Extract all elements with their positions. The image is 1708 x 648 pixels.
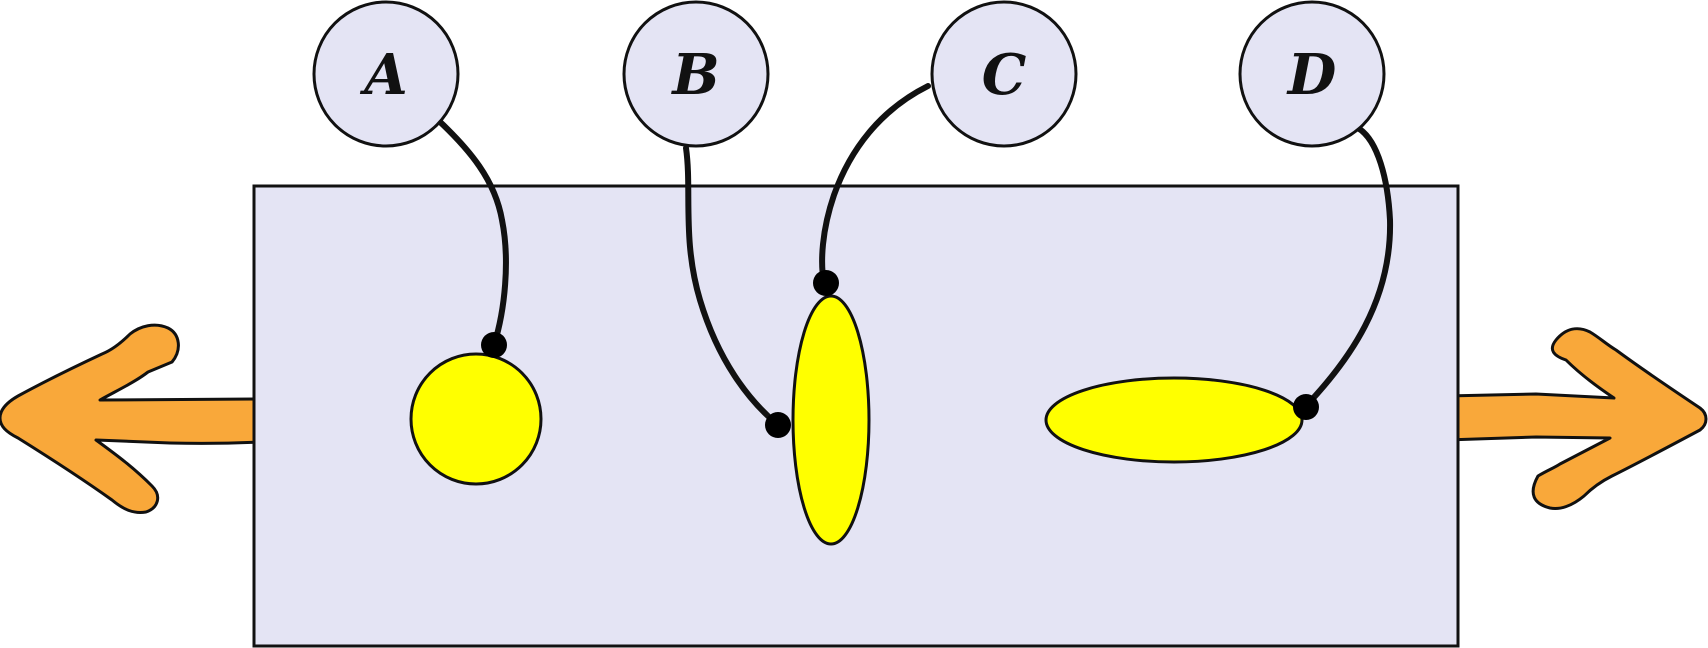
callout-c: C — [930, 0, 1078, 148]
callout-b-bubble — [622, 0, 770, 148]
callout-b-letter: B — [670, 42, 719, 108]
connector-c — [819, 83, 931, 286]
connector-d — [1301, 125, 1394, 411]
callout-a-bubble — [312, 0, 460, 148]
callout-b: B — [622, 0, 770, 148]
right-arrow — [1444, 327, 1708, 510]
callout-d: D — [1238, 0, 1386, 148]
left-arrow — [0, 323, 264, 514]
callout-a-letter: A — [359, 42, 407, 108]
dot-b — [765, 412, 791, 438]
callout-d-letter: D — [1286, 42, 1337, 108]
connector-b — [683, 145, 781, 428]
callout-c-letter: C — [982, 42, 1027, 108]
yellow-circle — [409, 352, 543, 486]
callout-a: A — [312, 0, 460, 148]
dot-d — [1293, 394, 1319, 420]
tall-yellow-ellipse — [791, 294, 871, 546]
dot-c — [813, 270, 839, 296]
callout-d-bubble — [1238, 0, 1386, 148]
dot-a — [481, 332, 507, 358]
wide-yellow-ellipse — [1044, 376, 1304, 464]
callout-c-bubble — [930, 0, 1078, 148]
connector-a — [435, 117, 509, 348]
